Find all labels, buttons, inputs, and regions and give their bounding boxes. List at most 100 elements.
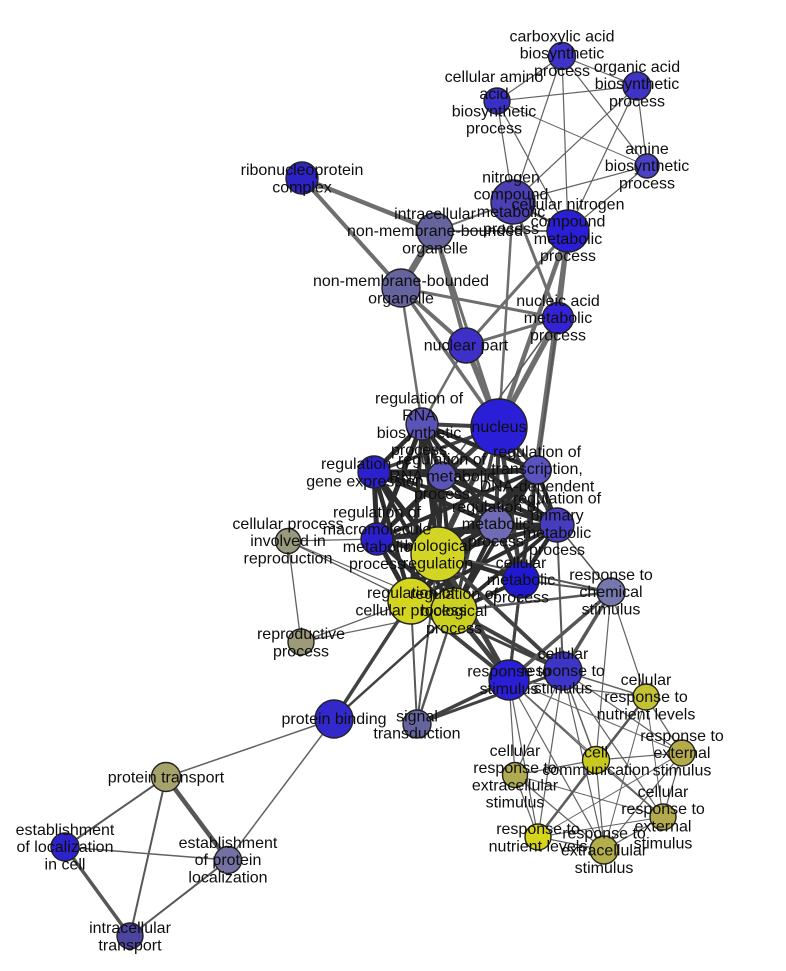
svg-text:compound: compound xyxy=(531,214,606,231)
svg-text:process: process xyxy=(534,63,590,80)
svg-text:biosynthetic: biosynthetic xyxy=(605,158,690,175)
svg-text:protein transport: protein transport xyxy=(108,770,225,787)
svg-text:cellular: cellular xyxy=(638,784,689,801)
svg-text:signal: signal xyxy=(396,708,438,725)
svg-text:response to: response to xyxy=(621,801,705,818)
svg-text:process: process xyxy=(466,121,522,138)
svg-text:organelle: organelle xyxy=(368,290,434,307)
svg-text:metabolic: metabolic xyxy=(487,572,555,589)
svg-text:response to: response to xyxy=(467,664,551,681)
svg-text:process: process xyxy=(273,643,329,660)
svg-text:establishment: establishment xyxy=(16,822,115,839)
svg-text:process: process xyxy=(391,442,447,459)
svg-text:process: process xyxy=(349,556,405,573)
svg-text:process: process xyxy=(530,327,586,344)
svg-text:organelle: organelle xyxy=(402,240,468,257)
svg-text:extracellular: extracellular xyxy=(561,843,648,860)
svg-text:metabolic: metabolic xyxy=(534,231,602,248)
svg-text:metabolic: metabolic xyxy=(523,525,591,542)
svg-text:nitrogen: nitrogen xyxy=(482,169,540,186)
svg-text:cellular nitrogen: cellular nitrogen xyxy=(512,196,625,213)
svg-text:of protein: of protein xyxy=(195,852,262,869)
svg-text:response to: response to xyxy=(473,760,557,777)
svg-text:transduction: transduction xyxy=(373,726,460,743)
svg-text:cellular: cellular xyxy=(538,646,589,663)
svg-text:cellular amino: cellular amino xyxy=(445,69,544,86)
svg-text:external: external xyxy=(635,818,692,835)
svg-text:response to: response to xyxy=(562,826,646,843)
svg-text:stimulus: stimulus xyxy=(634,836,693,853)
svg-text:cellular: cellular xyxy=(621,672,672,689)
svg-text:regulation of: regulation of xyxy=(410,586,499,603)
svg-text:stimulus: stimulus xyxy=(575,860,634,877)
svg-text:nutrient levels: nutrient levels xyxy=(597,706,696,723)
svg-text:transcription,: transcription, xyxy=(491,461,583,478)
svg-text:primary: primary xyxy=(530,508,583,525)
svg-text:RNA: RNA xyxy=(402,408,436,425)
svg-text:reproductive: reproductive xyxy=(257,626,345,643)
svg-text:DNA-dependent: DNA-dependent xyxy=(480,478,595,495)
svg-text:response to: response to xyxy=(496,821,580,838)
svg-text:regulation of: regulation of xyxy=(321,456,410,473)
svg-text:cell: cell xyxy=(584,745,608,762)
svg-text:RNA metabolic: RNA metabolic xyxy=(389,469,495,486)
svg-text:external: external xyxy=(654,745,711,762)
svg-text:establishment: establishment xyxy=(179,835,278,852)
svg-text:regulation of: regulation of xyxy=(375,390,464,407)
svg-text:macromolecule: macromolecule xyxy=(323,522,432,539)
svg-text:ribonucleoprotein: ribonucleoprotein xyxy=(241,162,364,179)
svg-text:biological: biological xyxy=(405,538,472,555)
svg-text:non-membrane-bounded: non-membrane-bounded xyxy=(347,223,523,240)
svg-text:regulation of: regulation of xyxy=(333,504,422,521)
svg-text:cellular: cellular xyxy=(496,555,547,572)
svg-text:regulation of: regulation of xyxy=(367,585,456,602)
svg-text:cellular process: cellular process xyxy=(232,516,343,533)
svg-text:intracellular: intracellular xyxy=(394,206,476,223)
svg-text:regulation of: regulation of xyxy=(513,490,602,507)
svg-text:metabolic: metabolic xyxy=(477,204,545,221)
svg-text:stimulus: stimulus xyxy=(653,762,712,779)
svg-text:reproduction: reproduction xyxy=(244,550,333,567)
svg-text:metabolic: metabolic xyxy=(343,539,411,556)
svg-text:cellular: cellular xyxy=(490,743,541,760)
svg-text:biosynthetic: biosynthetic xyxy=(377,425,462,442)
svg-text:process: process xyxy=(468,533,524,550)
svg-text:of localization: of localization xyxy=(17,839,114,856)
svg-text:metabolic: metabolic xyxy=(524,310,592,327)
svg-text:non-membrane-bounded: non-membrane-bounded xyxy=(313,273,489,290)
svg-text:process: process xyxy=(619,175,675,192)
svg-text:organic acid: organic acid xyxy=(594,59,680,76)
svg-text:response to: response to xyxy=(604,689,688,706)
svg-text:biosynthetic: biosynthetic xyxy=(452,103,537,120)
svg-text:nucleic acid: nucleic acid xyxy=(516,293,600,310)
svg-text:response to: response to xyxy=(569,567,653,584)
svg-text:in cell: in cell xyxy=(45,856,86,873)
svg-text:carboxylic acid: carboxylic acid xyxy=(510,29,615,46)
svg-text:biosynthetic: biosynthetic xyxy=(595,76,680,93)
svg-text:metabolic: metabolic xyxy=(462,516,530,533)
svg-text:gene expression: gene expression xyxy=(306,473,423,490)
svg-text:stimulus: stimulus xyxy=(582,601,641,618)
svg-text:process: process xyxy=(414,486,470,503)
svg-text:process: process xyxy=(493,589,549,606)
svg-text:regulation of: regulation of xyxy=(452,499,541,516)
svg-text:complex: complex xyxy=(272,179,332,196)
svg-text:protein binding: protein binding xyxy=(282,711,387,728)
svg-text:process: process xyxy=(609,93,665,110)
svg-text:nucleus: nucleus xyxy=(471,419,526,436)
svg-text:transport: transport xyxy=(98,937,162,954)
svg-text:response to: response to xyxy=(521,663,605,680)
svg-text:regulation of: regulation of xyxy=(493,444,582,461)
svg-text:process: process xyxy=(540,248,596,265)
svg-text:involved in: involved in xyxy=(250,533,326,550)
svg-text:biosynthetic: biosynthetic xyxy=(520,46,605,63)
svg-text:acid: acid xyxy=(479,86,508,103)
svg-text:process: process xyxy=(483,221,539,238)
svg-text:chemical: chemical xyxy=(579,584,642,601)
svg-text:cellular process: cellular process xyxy=(355,602,466,619)
svg-text:biological: biological xyxy=(421,603,488,620)
svg-text:process: process xyxy=(426,620,482,637)
svg-text:intracellular: intracellular xyxy=(89,920,171,937)
svg-text:response to: response to xyxy=(640,728,724,745)
svg-text:localization: localization xyxy=(188,869,267,886)
